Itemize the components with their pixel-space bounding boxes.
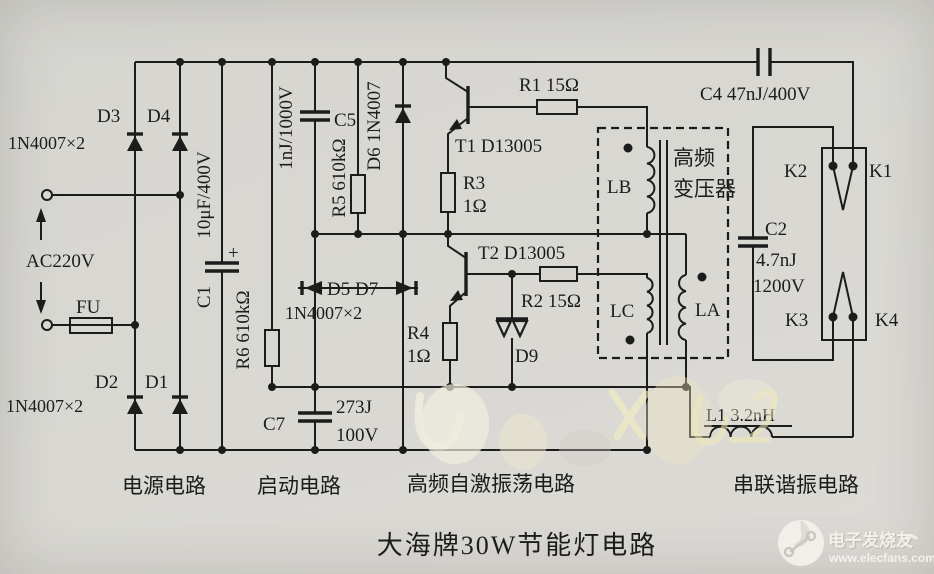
label-d9: D9 xyxy=(515,346,538,367)
label-c1: C1 xyxy=(194,286,215,308)
label-lb: LB xyxy=(607,177,631,198)
section-start: 启动电路 xyxy=(257,474,341,498)
label-la: LA xyxy=(695,300,721,321)
diac-d9 xyxy=(495,317,529,339)
capacitor-c1 xyxy=(205,261,239,273)
label-c7: C7 xyxy=(263,414,285,435)
diode-d4 xyxy=(172,132,188,151)
resistor-r1 xyxy=(536,99,578,115)
page-title: 大海牌30W节能灯电路 xyxy=(377,531,658,560)
label-d2: D2 xyxy=(95,372,118,393)
diode-d6 xyxy=(395,104,411,123)
terminal-bottom xyxy=(41,319,53,331)
ac-arrows xyxy=(36,208,46,314)
junction-dots xyxy=(131,58,690,454)
diode-d1 xyxy=(172,395,188,414)
section-resonant: 串联谐振电路 xyxy=(733,473,859,497)
label-c5-value: 1nJ/1000V xyxy=(276,86,297,170)
terminal-top xyxy=(41,189,53,201)
capacitor-c7 xyxy=(298,411,332,423)
capacitor-c4 xyxy=(756,48,772,76)
label-fu: FU xyxy=(76,297,101,318)
lamp-tube xyxy=(821,147,867,341)
label-t2: T2 D13005 xyxy=(478,243,565,264)
label-c1-plus: + xyxy=(228,243,239,264)
resistor-r2 xyxy=(539,266,578,282)
label-r2: R2 15Ω xyxy=(521,291,581,312)
label-d5d7-value: 1N4007×2 xyxy=(285,303,362,323)
diode-d7 xyxy=(396,281,418,295)
label-c7-value2: 100V xyxy=(336,425,379,446)
label-transformer-1: 高频 xyxy=(673,146,715,170)
section-power: 电源电路 xyxy=(122,474,206,498)
label-ac220v: AC220V xyxy=(26,251,95,272)
transformer-core xyxy=(659,140,668,345)
label-d4: D4 xyxy=(147,106,171,127)
circuit-wiring xyxy=(52,61,854,451)
label-c2: C2 xyxy=(765,219,787,240)
label-k2: K2 xyxy=(784,161,807,182)
resistor-r4 xyxy=(442,322,458,361)
diode-d5 xyxy=(300,281,322,295)
label-transformer-2: 变压器 xyxy=(673,177,736,201)
label-r1: R1 15Ω xyxy=(519,75,579,96)
label-c2-value1: 4.7nJ xyxy=(756,250,797,271)
label-r5: R5 610kΩ xyxy=(329,138,350,217)
label-r3-value: 1Ω xyxy=(463,196,487,217)
diode-d2 xyxy=(127,395,143,414)
label-c5: C5 xyxy=(334,110,356,131)
label-k3: K3 xyxy=(785,310,808,331)
capacitor-c5 xyxy=(300,110,330,122)
transformer-box xyxy=(596,126,730,360)
label-lc: LC xyxy=(610,301,634,322)
label-d6: D6 1N4007 xyxy=(364,81,385,170)
label-d34-value: 1N4007×2 xyxy=(8,133,85,153)
site-watermark: 电子发烧友 www.elecfans.com xyxy=(778,520,934,566)
label-t1: T1 D13005 xyxy=(455,136,542,157)
transistor-t1 xyxy=(449,86,470,130)
label-c7-value1: 273J xyxy=(336,397,372,418)
resistor-r5 xyxy=(350,174,366,214)
winding-la xyxy=(677,274,687,341)
label-c1-value: 10μF/400V xyxy=(194,151,215,239)
label-k4: K4 xyxy=(875,310,899,331)
label-d1: D1 xyxy=(145,372,168,393)
label-r4-value: 1Ω xyxy=(407,346,431,367)
label-c2-value2: 1200V xyxy=(753,276,805,297)
label-k1: K1 xyxy=(869,161,892,182)
label-d12-value: 1N4007×2 xyxy=(6,396,83,416)
winding-lb xyxy=(646,146,656,214)
section-oscillator: 高频自激振荡电路 xyxy=(407,472,575,496)
resistor-r3 xyxy=(440,172,456,213)
label-r4: R4 xyxy=(407,323,430,344)
label-d3: D3 xyxy=(97,106,120,127)
label-r3: R3 xyxy=(463,173,485,194)
label-c4: C4 47nJ/400V xyxy=(700,84,811,105)
component-symbols xyxy=(36,48,867,438)
watermark-brand: 电子发烧友 xyxy=(828,530,913,550)
transistor-t2 xyxy=(450,252,468,301)
fuse-symbol xyxy=(69,317,113,334)
lc-polarity-dot xyxy=(625,335,635,345)
winding-lc xyxy=(646,277,654,334)
watermark-url: www.elecfans.com xyxy=(828,551,934,565)
label-d5d7: D5 D7 xyxy=(327,279,378,300)
label-r6: R6 610kΩ xyxy=(233,290,254,369)
resistor-r6 xyxy=(264,329,280,367)
diode-d3 xyxy=(127,132,143,151)
la-polarity-dot xyxy=(697,272,707,282)
capacitor-c2 xyxy=(738,236,768,248)
lb-polarity-dot xyxy=(623,143,633,153)
watermark-scribbles xyxy=(414,376,778,470)
